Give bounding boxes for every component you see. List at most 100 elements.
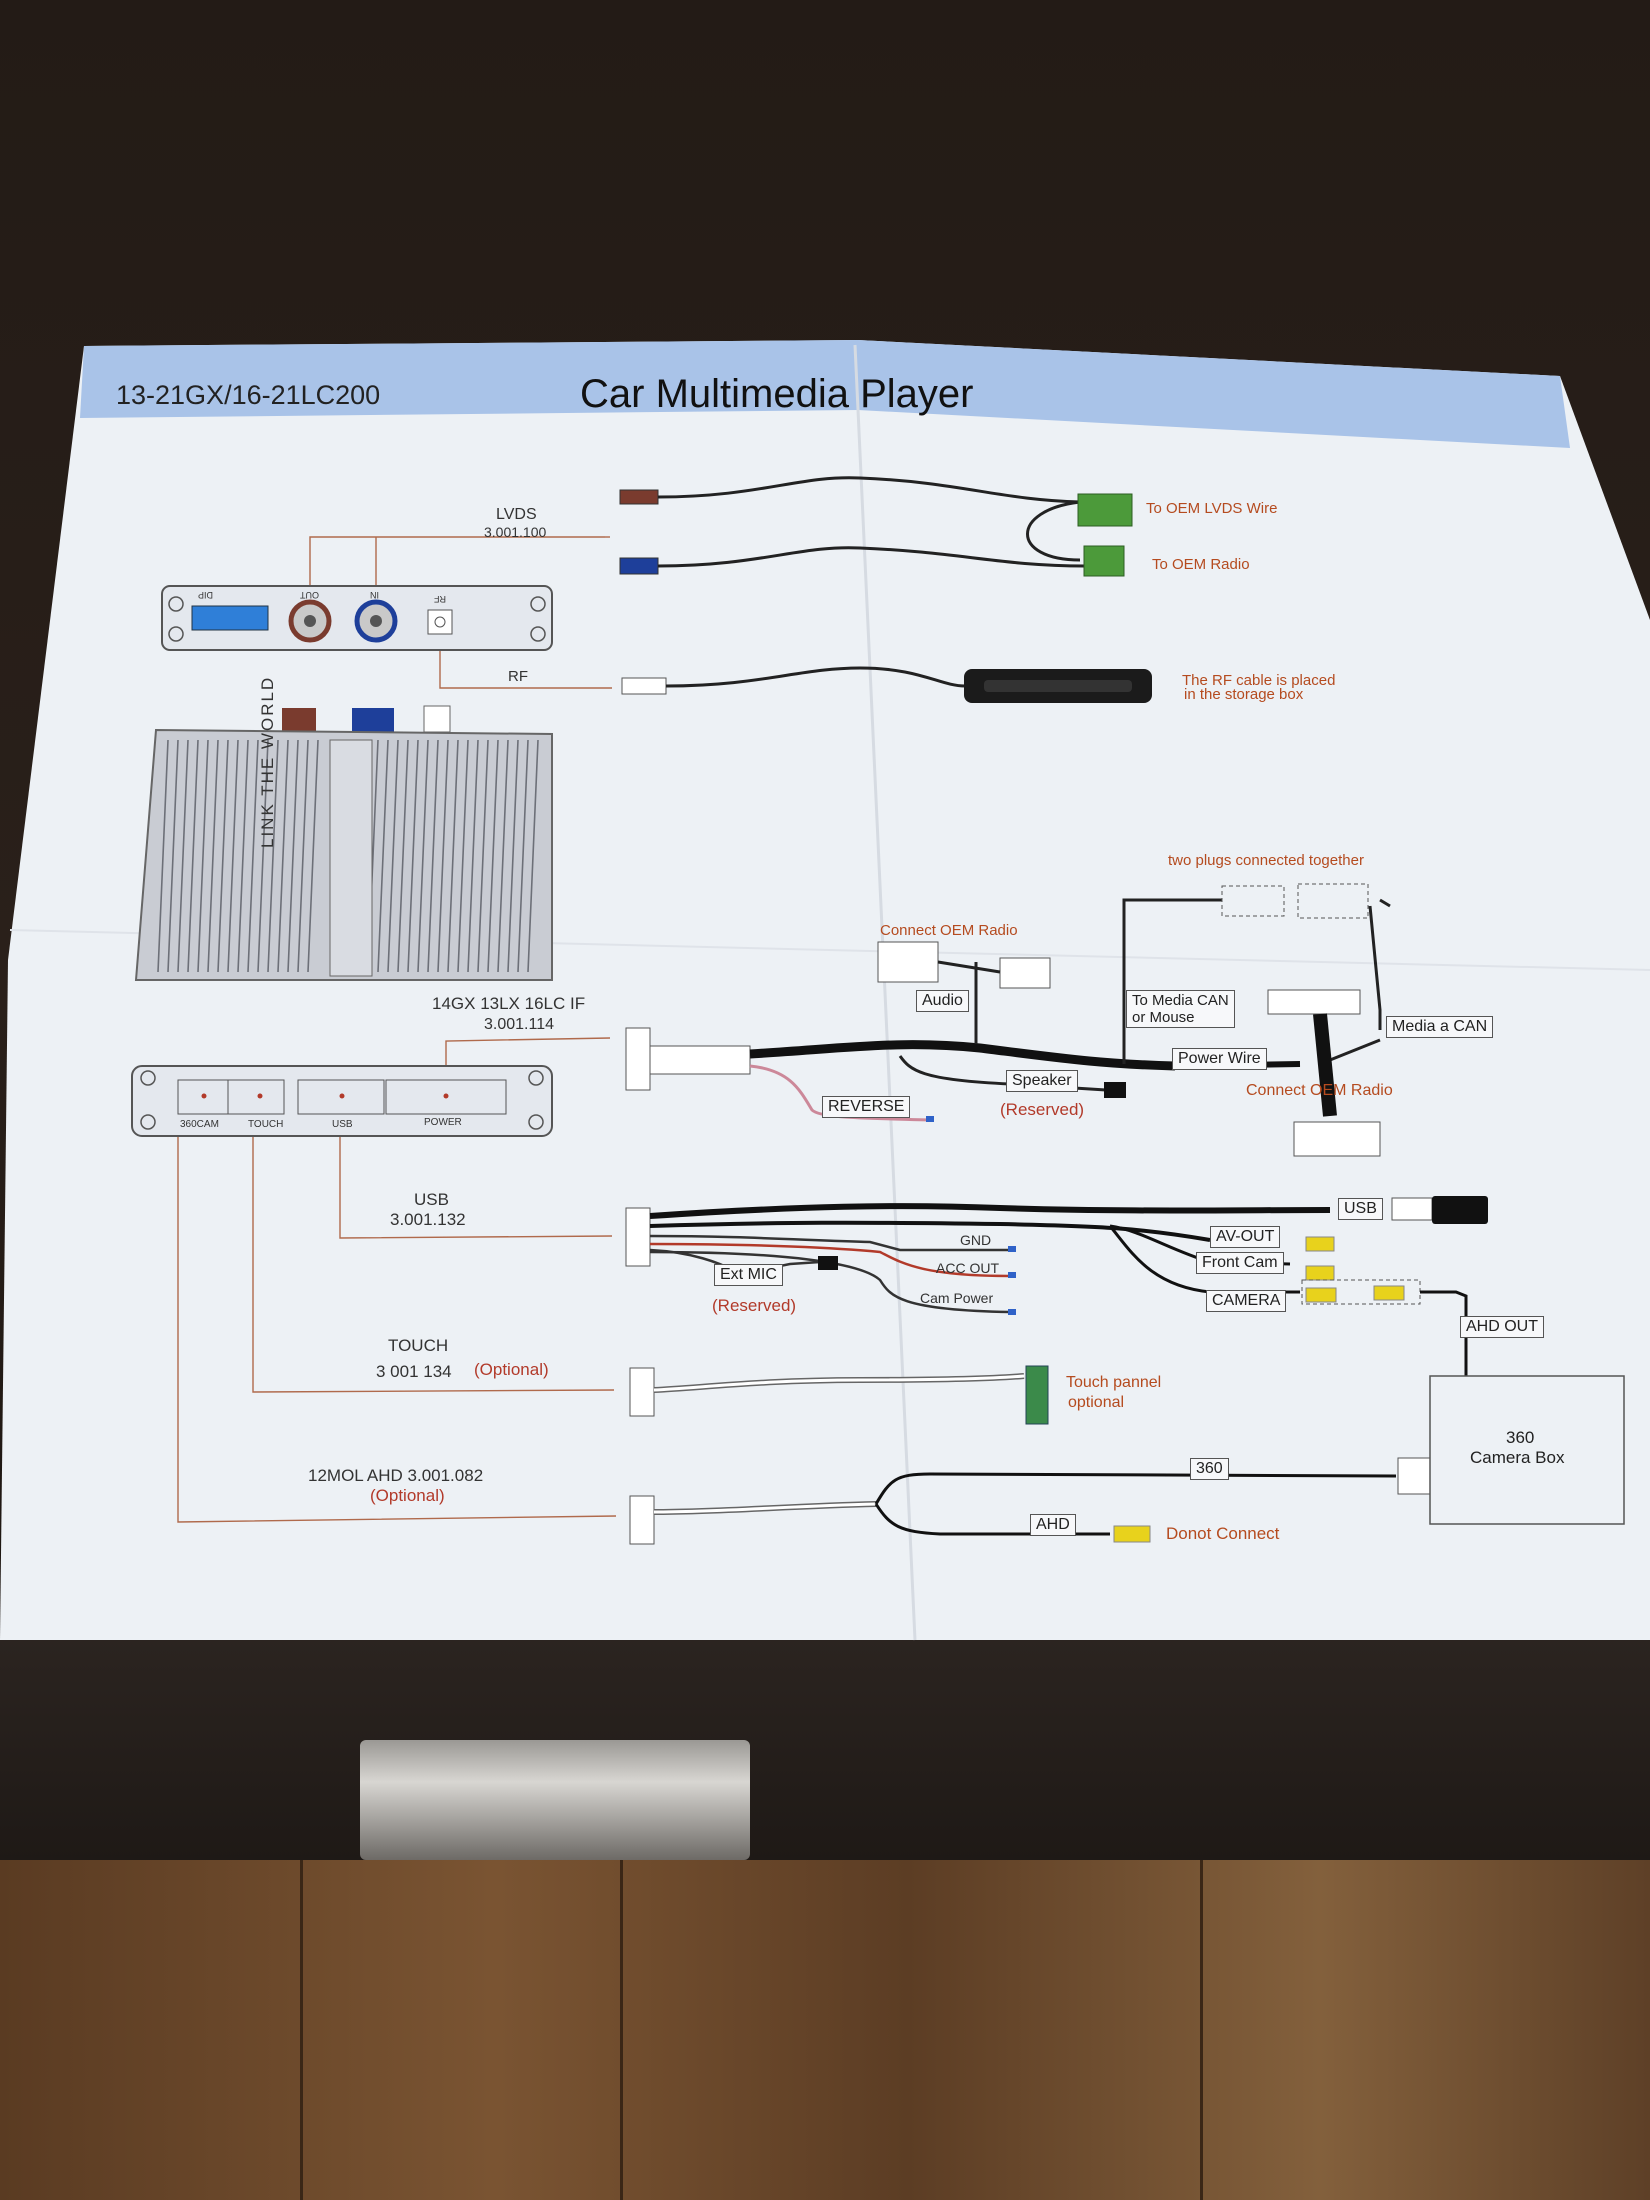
heatsink-fin — [427, 739, 439, 973]
rf-note-line2: in the storage box — [1184, 686, 1304, 703]
heatsink-fin — [237, 739, 249, 973]
heatsink-fin — [507, 739, 519, 973]
camera-box-line2: Camera Box — [1470, 1448, 1565, 1467]
rf-label: RF — [508, 668, 528, 685]
usb-harness-label: USB — [414, 1190, 449, 1209]
device-body — [134, 705, 553, 981]
rf-port-label: RF — [434, 594, 446, 604]
wiring-diagram-sheet — [0, 340, 1650, 1640]
connect-oem-radio-top: Connect OEM Radio — [880, 922, 1018, 939]
camera-label: CAMERA — [1206, 1290, 1287, 1312]
audio-label: Audio — [916, 990, 969, 1012]
touch-panel-optional: optional — [1068, 1394, 1125, 1411]
leader-lvds — [309, 536, 605, 596]
heatsink-fin — [477, 739, 489, 973]
front-cam-label: Front Cam — [1196, 1252, 1284, 1274]
heatsink-fin — [157, 739, 169, 973]
main-harness-part: 3.001.114 — [484, 1016, 554, 1033]
heatsink-fin — [417, 739, 429, 973]
heatsink-fin — [297, 739, 309, 973]
av-out-label: AV-OUT — [1210, 1226, 1281, 1248]
heatsink-fin — [217, 739, 229, 973]
lvds-to-wire-label: To OEM LVDS Wire — [1146, 500, 1278, 517]
heatsink-fin — [307, 739, 319, 973]
ahd-harness — [629, 1375, 1625, 1545]
heatsink-fin — [197, 739, 209, 973]
main-harness — [625, 883, 1391, 1157]
heatsink-fin — [257, 739, 269, 973]
reverse-label: REVERSE — [822, 1096, 911, 1118]
heatsink-fin — [377, 739, 389, 973]
floor-seam — [620, 1860, 623, 2200]
model-number: 13-21GX/16-21LC200 — [116, 380, 381, 410]
floor-seam — [300, 1860, 303, 2200]
heatsink-fin — [437, 739, 449, 973]
camera-box-outline — [1429, 1375, 1625, 1525]
heatsink-fin — [497, 739, 509, 973]
lvds-cables — [619, 476, 1133, 577]
usb-cable-label: USB — [1338, 1198, 1383, 1220]
port-touch-label: TOUCH — [248, 1119, 284, 1130]
wood-floor — [0, 1860, 1650, 2200]
brand-text: LINK THE WORLD — [258, 675, 277, 848]
lvds-part: 3.001.100 — [484, 524, 547, 540]
ahd-out-label: AHD OUT — [1460, 1316, 1544, 1338]
ahd-cable-label: AHD — [1030, 1514, 1076, 1536]
touch-harness — [629, 1365, 1049, 1425]
heatsink-fin — [527, 739, 539, 973]
cam-power-label: Cam Power — [920, 1290, 994, 1306]
rf-note-line1: The RF cable is placed — [1182, 672, 1336, 689]
rf-port — [427, 609, 453, 635]
port-360cam-label: 360CAM — [180, 1119, 219, 1130]
touch-harness-label: TOUCH — [388, 1336, 449, 1355]
camera-box-line1: 360 — [1506, 1428, 1535, 1447]
gnd-label: GND — [960, 1232, 992, 1248]
heatsink-fin — [447, 739, 459, 973]
heatsink-fin — [267, 739, 279, 973]
heatsink-fin — [177, 739, 189, 973]
cabinet — [0, 1640, 1650, 1900]
ahd-harness-optional: (Optional) — [370, 1486, 445, 1505]
port-usb-label: USB — [332, 1119, 353, 1130]
leader-touch — [252, 1095, 615, 1393]
leader-rf — [439, 640, 612, 689]
floor-seam — [1200, 1860, 1203, 2200]
ext-mic-reserved: (Reserved) — [712, 1296, 797, 1315]
rf-cable — [621, 666, 1152, 703]
dip-label: DIP — [198, 590, 214, 600]
power-wire-label: Power Wire — [1172, 1048, 1267, 1070]
usb-harness — [625, 1116, 1488, 1376]
speaker-reserved: (Reserved) — [1000, 1100, 1085, 1119]
cable-360-label: 360 — [1190, 1458, 1229, 1480]
acc-out-label: ACC OUT — [936, 1260, 999, 1276]
heatsink-fin — [467, 739, 479, 973]
touch-optional: (Optional) — [474, 1360, 549, 1379]
heatsink-fin — [287, 739, 299, 973]
page-title: Car Multimedia Player — [580, 372, 974, 416]
heatsink-fin — [167, 739, 179, 973]
usb-harness-part: 3.001.132 — [390, 1210, 466, 1229]
heatsink-fin — [487, 739, 499, 973]
heatsink-fin — [247, 739, 259, 973]
heatsink-fin — [187, 739, 199, 973]
heatsink-fin — [457, 739, 469, 973]
heatsink-fin — [387, 739, 399, 973]
fold-line — [853, 344, 917, 1641]
speaker-label: Speaker — [1006, 1070, 1078, 1092]
port-power-label: POWER — [424, 1117, 462, 1128]
in-label: IN — [370, 590, 379, 600]
cabinet-handle — [360, 1740, 750, 1860]
leader-usb — [339, 1095, 613, 1239]
ahd-harness-label: 12MOL AHD 3.001.082 — [308, 1466, 484, 1485]
ext-mic-label: Ext MIC — [714, 1264, 783, 1286]
heatsink-fin — [517, 739, 529, 973]
device-top-panel — [161, 585, 553, 651]
touch-panel-label: Touch pannel — [1066, 1374, 1162, 1391]
port-panel-graphic — [131, 1065, 553, 1137]
two-plugs-label: two plugs connected together — [1168, 852, 1364, 869]
heatsink-fin — [397, 739, 409, 973]
lvds-label: LVDS — [496, 506, 537, 523]
heatsink-fin — [407, 739, 419, 973]
